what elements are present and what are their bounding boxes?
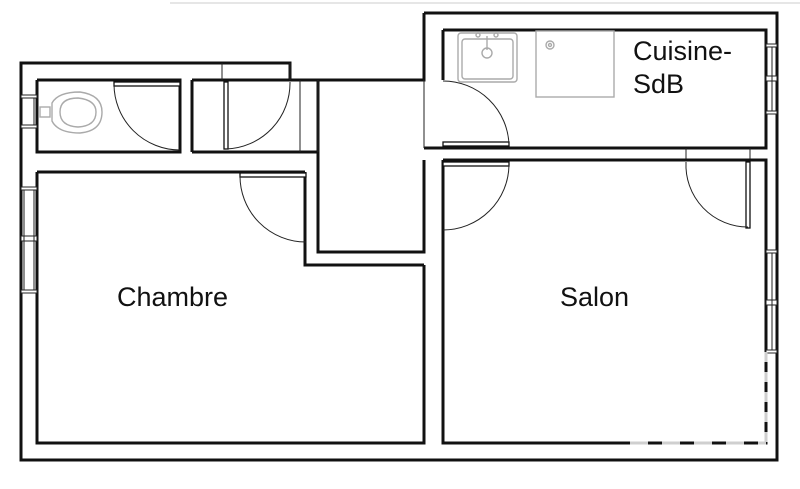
shower-icon: [535, 30, 615, 98]
room-chambre: [35, 170, 426, 445]
door-salon-right[interactable]: [685, 161, 751, 229]
sink-icon: [457, 32, 518, 83]
window-cuisine[interactable]: [765, 43, 778, 115]
room-label-chambre: Chambre: [117, 282, 229, 312]
door-closet[interactable]: [223, 81, 291, 150]
watermark: [630, 352, 768, 445]
hallway: [303, 80, 426, 267]
window-salon[interactable]: [765, 249, 778, 354]
door-wc[interactable]: [113, 81, 181, 151]
door-salon[interactable]: [442, 161, 510, 231]
room-label-salon: Salon: [560, 282, 630, 312]
window-wc[interactable]: [20, 94, 38, 129]
window-chambre[interactable]: [20, 186, 38, 294]
outer-wall: [19, 11, 779, 462]
door-cuisine[interactable]: [442, 80, 510, 147]
room-label-cuisine-sdb: Cuisine- SdB: [633, 36, 733, 99]
toilet-icon: [39, 91, 103, 134]
door-chambre[interactable]: [239, 172, 307, 243]
room-wc: [35, 63, 318, 154]
room-cuisine-sdb: [424, 28, 768, 160]
